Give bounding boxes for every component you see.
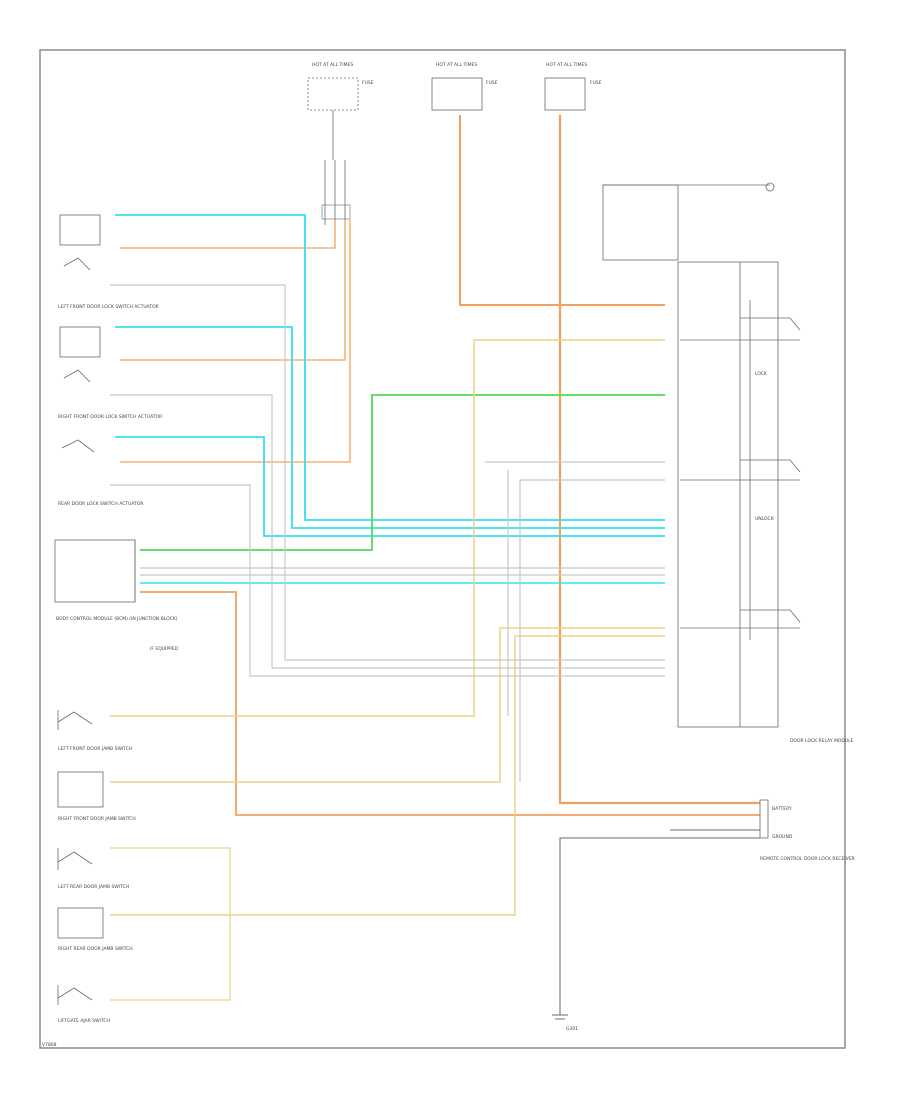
left-front-lock-switch: LEFT FRONT DOOR LOCK SWITCH ACTUATOR: [58, 214, 159, 310]
wire-cyan-3: [115, 436, 665, 537]
battery-label: BATTERY: [772, 806, 792, 812]
fuse-top-left-label: HOT AT ALL TIMES: [312, 62, 353, 68]
fuse-top-left-sub: FUSE: [362, 80, 374, 86]
left-front-lock-label: LEFT FRONT DOOR LOCK SWITCH ACTUATOR: [58, 304, 159, 310]
remote-control-label: REMOTE CONTROL DOOR LOCK RECEIVER: [760, 856, 855, 862]
right-front-lock-label: RIGHT FRONT DOOR LOCK SWITCH ACTUATOR: [58, 414, 162, 420]
top-relay: [321, 160, 351, 225]
body-control-module: BODY CONTROL MODULE (BCM) (IN JUNCTION B…: [54, 539, 179, 652]
left-rear-jamb-switch: LEFT REAR DOOR JAMB SWITCH: [57, 848, 129, 890]
wire-cyan-1: [115, 214, 665, 521]
right-rear-jamb-switch: RIGHT REAR DOOR JAMB SWITCH: [57, 907, 133, 952]
door-lock-relay-module: DOOR LOCK RELAY MODULE LOCK UNLOCK: [677, 261, 854, 744]
wire-gray-8: [519, 479, 665, 782]
wire-yellow-4: [110, 635, 665, 916]
liftgate-label: LIFTGATE AJAR SWITCH: [58, 1018, 110, 1024]
wire-orange-5: [120, 220, 351, 463]
wire-orange-1: [459, 115, 665, 306]
fuse-top-middle-sub: FUSE: [486, 80, 498, 86]
wire-orange-6: [140, 591, 760, 816]
wire-yellow-1: [110, 339, 665, 717]
top-right-lamp-circuit: [602, 182, 775, 261]
left-front-jamb-switch: LEFT FRONT DOOR JAMB SWITCH: [57, 710, 132, 752]
wire-green-1: [140, 394, 665, 551]
right-front-jamb-label: RIGHT FRONT DOOR JAMB SWITCH: [58, 816, 136, 822]
wire-cyan-2: [115, 326, 665, 529]
wire-orange-3: [120, 220, 336, 249]
fuse-top-right: HOT AT ALL TIMES FUSE: [544, 62, 602, 111]
wire-orange-4: [120, 220, 346, 361]
ground-label: GROUND: [772, 834, 793, 840]
right-front-jamb-switch: RIGHT FRONT DOOR JAMB SWITCH: [57, 771, 136, 822]
wire-orange-2: [558, 115, 760, 805]
relay-module-label: DOOR LOCK RELAY MODULE: [790, 738, 854, 744]
left-front-jamb-label: LEFT FRONT DOOR JAMB SWITCH: [58, 746, 132, 752]
fuse-top-middle-label: HOT AT ALL TIMES: [436, 62, 477, 68]
right-rear-jamb-label: RIGHT REAR DOOR JAMB SWITCH: [58, 946, 133, 952]
fuse-top-left: HOT AT ALL TIMES FUSE: [307, 62, 374, 160]
wire-gray-2: [110, 394, 665, 669]
liftgate-switch: LIFTGATE AJAR SWITCH: [57, 985, 110, 1024]
bcm-note: IF EQUIPPED: [150, 646, 179, 652]
footer-code: V7808: [42, 1042, 57, 1048]
unlock-label: UNLOCK: [755, 516, 775, 522]
wire-gray-3: [110, 484, 665, 677]
rear-lock-label: REAR DOOR LOCK SWITCH ACTUATOR: [58, 501, 144, 507]
right-front-lock-switch: RIGHT FRONT DOOR LOCK SWITCH ACTUATOR: [58, 326, 162, 420]
bcm-label: BODY CONTROL MODULE (BCM) (IN JUNCTION B…: [56, 616, 178, 622]
ground-id: G301: [566, 1026, 578, 1032]
wire-gray-1: [110, 284, 665, 661]
rear-lock-switch: REAR DOOR LOCK SWITCH ACTUATOR: [58, 439, 144, 507]
fuse-top-middle: HOT AT ALL TIMES FUSE: [431, 62, 498, 111]
lock-label: LOCK: [755, 371, 768, 377]
wire-yellow-3: [110, 847, 231, 1001]
ground-symbol: G301: [552, 1014, 578, 1032]
fuse-top-right-sub: FUSE: [590, 80, 602, 86]
wire-yellow-2: [110, 627, 665, 783]
diagram-frame: [39, 49, 846, 1049]
remote-control-receiver: BATTERY GROUND REMOTE CONTROL DOOR LOCK …: [559, 799, 855, 1015]
left-rear-jamb-label: LEFT REAR DOOR JAMB SWITCH: [58, 884, 129, 890]
fuse-top-right-label: HOT AT ALL TIMES: [546, 62, 587, 68]
